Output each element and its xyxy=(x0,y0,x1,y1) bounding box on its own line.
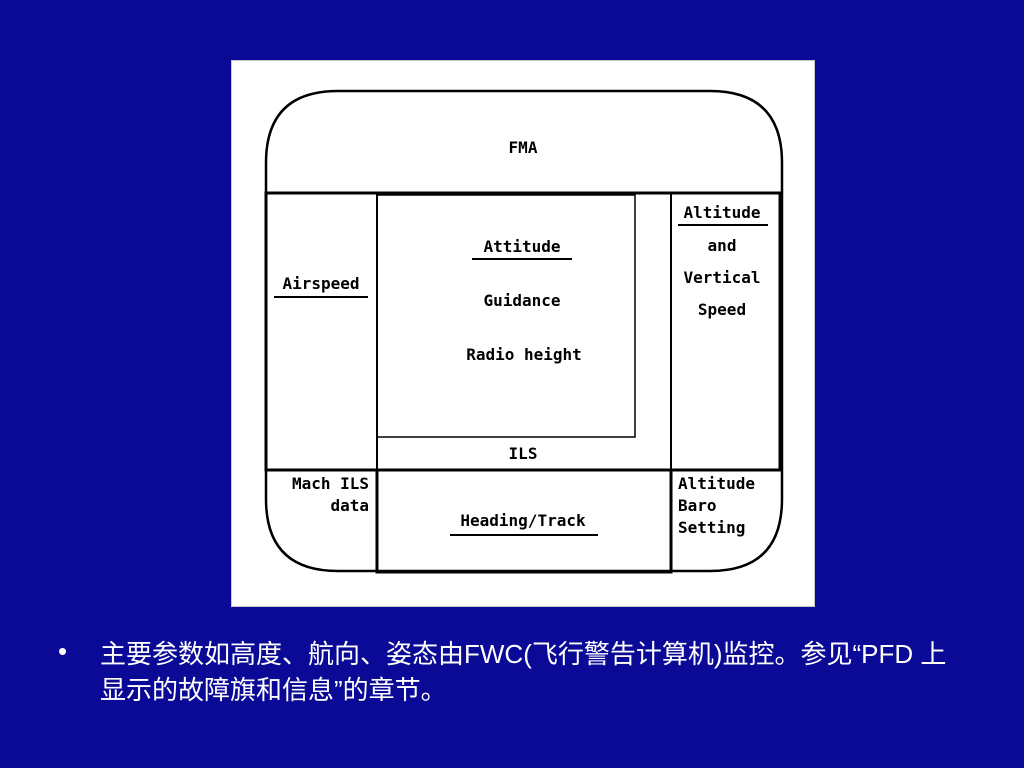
heading-box xyxy=(375,468,673,574)
ils-label: ILS xyxy=(509,444,538,463)
altitude-baro-line-1: Altitude xyxy=(678,474,755,493)
guidance-label: Guidance xyxy=(483,291,560,310)
heading-track-label: Heading/Track xyxy=(460,511,586,530)
main-region-box xyxy=(264,191,782,472)
attitude-box xyxy=(376,194,636,438)
airspeed-label: Airspeed xyxy=(282,274,359,293)
altitude-vs-line-4: Speed xyxy=(698,300,746,319)
mach-ils-line-1: Mach ILS xyxy=(292,474,369,493)
attitude-label: Attitude xyxy=(483,237,560,256)
altitude-vs-line-1: Altitude xyxy=(683,203,760,222)
pfd-layout-diagram: FMA Airspeed Attitude Guidance Radio hei… xyxy=(264,89,784,574)
altitude-vs-line-3: Vertical xyxy=(683,268,760,287)
mach-ils-line-2: data xyxy=(330,496,369,515)
altitude-vs-line-2: and xyxy=(708,236,737,255)
radio-height-label: Radio height xyxy=(466,345,582,364)
altitude-baro-line-2: Baro xyxy=(678,496,717,515)
bullet-marker: • xyxy=(58,636,68,666)
fma-label: FMA xyxy=(509,138,538,157)
altitude-baro-line-3: Setting xyxy=(678,518,745,537)
bullet-text: 主要参数如高度、航向、姿态由FWC(飞行警告计算机)监控。参见“PFD 上显示的… xyxy=(100,639,947,705)
pfd-layout-figure: FMA Airspeed Attitude Guidance Radio hei… xyxy=(231,60,815,607)
